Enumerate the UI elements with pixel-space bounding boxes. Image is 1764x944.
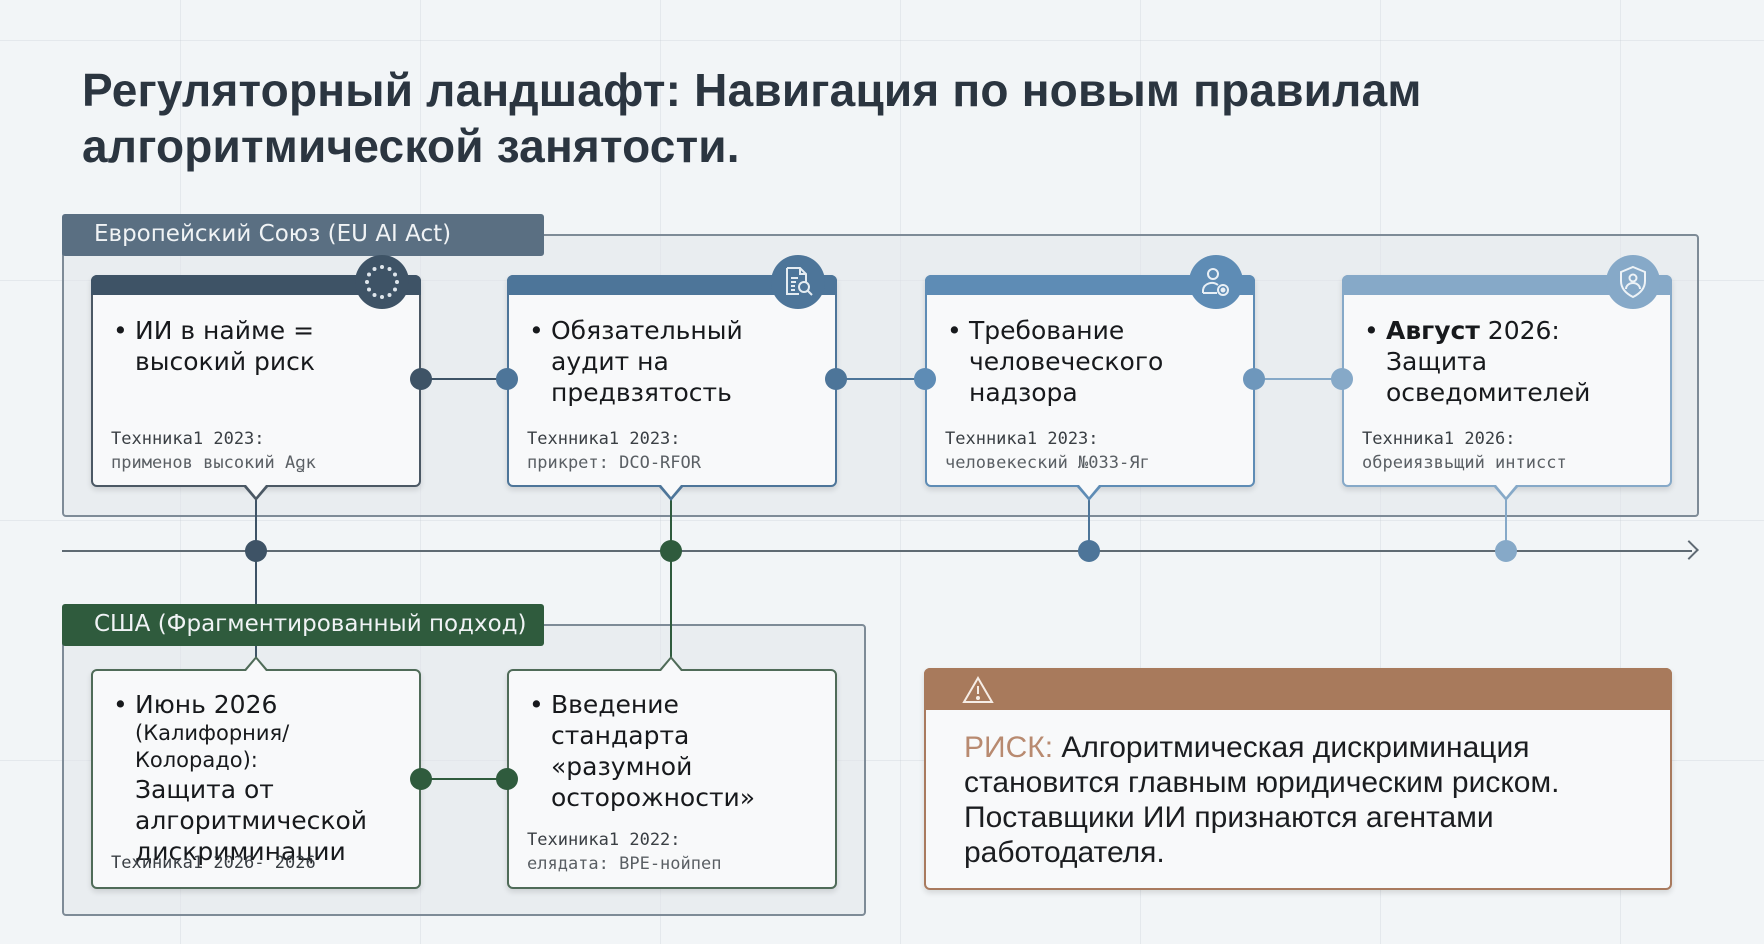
- user-oversight-icon: [1189, 255, 1243, 309]
- connector-eu3: [1088, 500, 1090, 550]
- timeline-dot-3: [1078, 540, 1100, 562]
- eu-card-3-left-node: [914, 368, 936, 390]
- us-card-2-pointer: [659, 656, 683, 671]
- us-card-text: Июнь 2026 (Калифорния/Колорадо): Защита …: [113, 689, 405, 867]
- eu-card-2-left-node: [496, 368, 518, 390]
- us-card-text: Введение стандарта «разумной осторожност…: [529, 689, 815, 813]
- eu-card-whistleblower: Август 2026: Защита осведомителей Технни…: [1342, 255, 1672, 487]
- eu-card-text: Требование человеческого надзора: [947, 315, 1239, 408]
- connector-eu1-us1: [255, 500, 257, 668]
- connector-eu2-us2: [670, 500, 672, 668]
- link-eu1-eu2: [420, 378, 508, 380]
- eu-card-text: Обязательный аудит на предвзятость: [529, 315, 821, 408]
- page-title: Регуляторный ландшафт: Навигация по новы…: [82, 64, 1422, 172]
- eu-card-tech: Технника1 2023: человекеский №033-Яг: [945, 429, 1150, 473]
- eu-card-tech: Технника1 2023: применов высокий Аꬶк: [111, 429, 316, 473]
- us-card-2-left-node: [496, 768, 518, 790]
- eu-card-4-left-node: [1331, 368, 1353, 390]
- eu-card-3-pointer: [1077, 485, 1101, 501]
- eu-card-2-right-node: [825, 368, 847, 390]
- eu-region-label: Европейский Союз (EU AI Act): [62, 214, 544, 256]
- us-card-1-pointer: [244, 656, 268, 671]
- timeline-dot-1: [245, 540, 267, 562]
- timeline-axis: [62, 550, 1692, 552]
- eu-card-3-right-node: [1243, 368, 1265, 390]
- risk-header: [924, 668, 1672, 710]
- eu-card-bias-audit: Обязательный аудит на предвзятость Технн…: [507, 255, 837, 487]
- link-us1-us2: [420, 778, 508, 780]
- us-card-tech: Техиника1 2026- 2026: [111, 853, 316, 873]
- eu-card-4-pointer: [1494, 485, 1518, 501]
- eu-card-high-risk: ИИ в найме = высокий риск Технника1 2023…: [91, 255, 421, 487]
- eu-card-tech: Технника1 2026: обреиязвьщий интисст: [1362, 429, 1567, 473]
- eu-card-tech: Технника1 2023: прикрет: DCO-RFOR: [527, 429, 701, 473]
- eu-card-1-right-node: [410, 368, 432, 390]
- eu-stars-icon: [355, 255, 409, 309]
- warning-icon: [962, 676, 994, 708]
- timeline-dot-2: [660, 540, 682, 562]
- link-eu3-eu4: [1254, 378, 1342, 380]
- eu-card-1-pointer: [244, 485, 268, 501]
- link-eu2-eu3: [836, 378, 924, 380]
- eu-card-text: ИИ в найме = высокий риск: [113, 315, 405, 377]
- document-search-icon: [771, 255, 825, 309]
- us-card-1-right-node: [410, 768, 432, 790]
- risk-callout: РИСК: Алгоритмическая дискриминация стан…: [924, 668, 1672, 890]
- eu-card-text: Август 2026: Защита осведомителей: [1364, 315, 1656, 408]
- shield-user-icon: [1606, 255, 1660, 309]
- us-region-label: США (Фрагментированный подход): [62, 604, 544, 646]
- connector-eu4: [1505, 500, 1507, 550]
- us-card-california-colorado: Июнь 2026 (Калифорния/Колорадо): Защита …: [91, 669, 421, 889]
- eu-card-2-pointer: [659, 485, 683, 501]
- risk-text: РИСК: Алгоритмическая дискриминация стан…: [964, 731, 1560, 869]
- eu-card-human-oversight: Требование человеческого надзора Технник…: [925, 255, 1255, 487]
- timeline-dot-4: [1495, 540, 1517, 562]
- us-card-tech: Техиника1 2022: елядата: ВРЕ-нойпеп: [527, 830, 722, 874]
- risk-label: РИСК:: [964, 731, 1054, 764]
- us-card-reasonable-care: Введение стандарта «разумной осторожност…: [507, 669, 837, 889]
